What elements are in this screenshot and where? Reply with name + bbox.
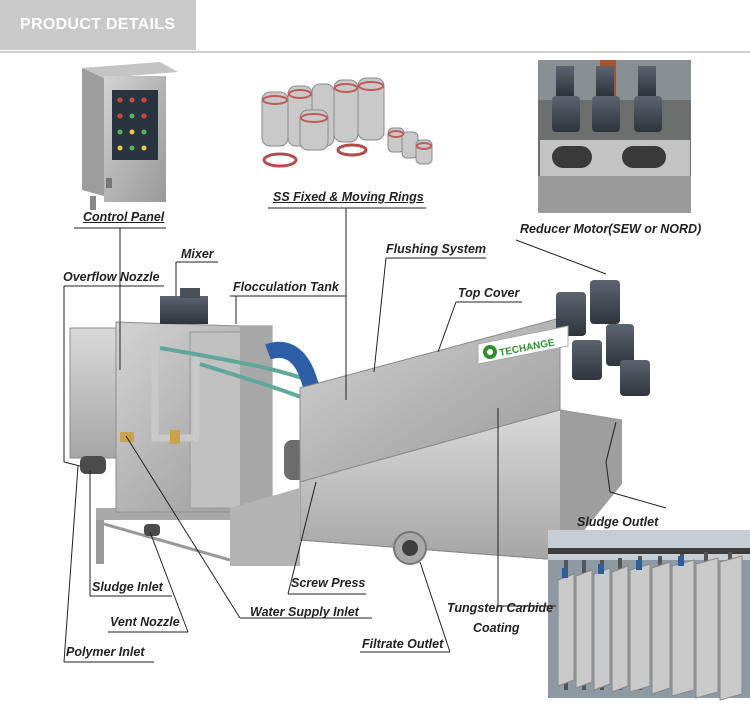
label-overflow-nozzle: Overflow Nozzle [63,270,160,284]
header-divider [0,51,750,53]
label-sludge-outlet: Sludge Outlet [577,515,659,529]
label-screw-press: Screw Press [291,576,366,590]
screw-shafts-photo [548,530,750,701]
label-sludge-inlet: Sludge Inlet [92,580,163,594]
label-polymer-inlet: Polymer Inlet [66,645,145,659]
leader-lines [63,207,667,663]
section-header: PRODUCT DETAILS [0,0,196,50]
label-vent-nozzle: Vent Nozzle [110,615,180,629]
label-mixer: Mixer [181,247,214,261]
label-control-panel: Control Panel [83,210,165,224]
label-reducer-motor: Reducer Motor(SEW or NORD) [520,222,702,236]
label-water-supply-inlet: Water Supply Inlet [250,605,359,619]
dewatering-machine: TECHANGE [69,280,650,566]
label-coating: Coating [473,621,520,635]
label-filtrate-outlet: Filtrate Outlet [362,637,444,651]
section-title: PRODUCT DETAILS [20,16,176,33]
label-flocculation-tank: Flocculation Tank [233,280,339,294]
rings-photo [261,77,433,168]
label-flushing-system: Flushing System [386,242,487,256]
control-panel-photo [82,62,178,210]
label-rings: SS Fixed & Moving Rings [273,190,424,204]
label-tungsten-carbide: Tungsten Carbide [447,601,554,615]
label-top-cover: Top Cover [458,286,520,300]
reducer-motor-photo [538,60,691,213]
